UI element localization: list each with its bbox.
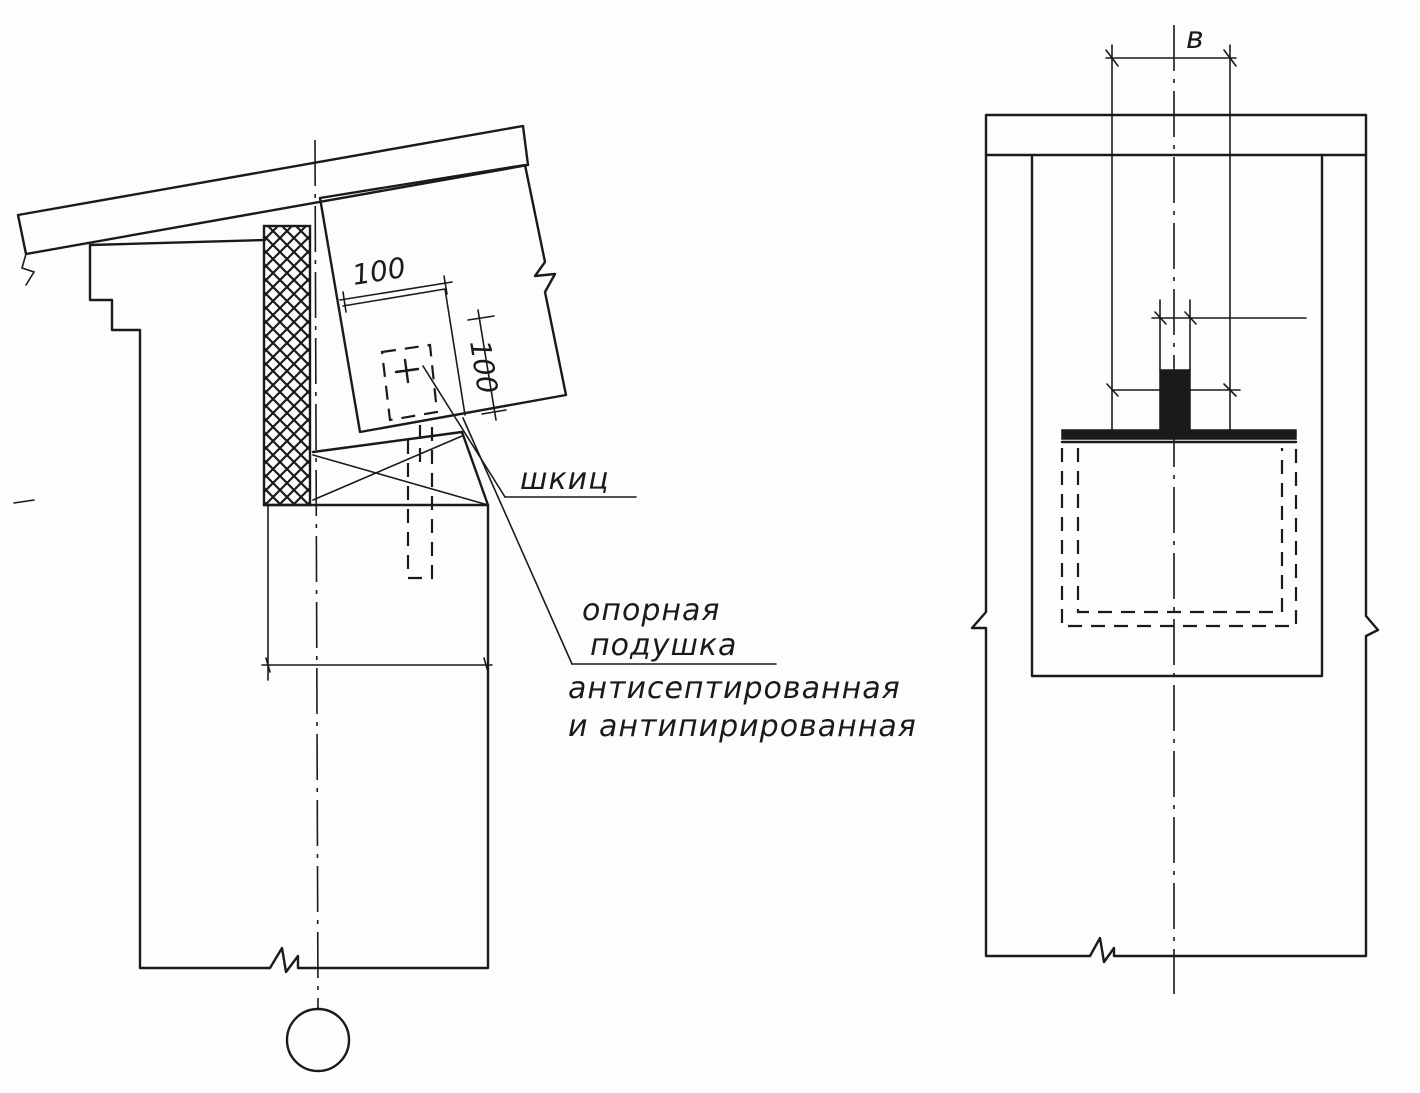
right-elevation-view: в bbox=[970, 21, 1380, 994]
wall-top-line bbox=[88, 238, 267, 247]
label-shkant: шкиц bbox=[520, 462, 610, 497]
dim-tick bbox=[265, 657, 271, 673]
rafter-section bbox=[342, 288, 466, 416]
axis-cross-mark bbox=[394, 358, 420, 384]
dim-tick bbox=[1223, 49, 1237, 67]
roof-break-mark bbox=[21, 253, 36, 286]
dim-label-100-b: 100 bbox=[463, 338, 504, 396]
dim-tick bbox=[1154, 311, 1167, 325]
insulation-strip bbox=[262, 224, 312, 507]
dowel-solid bbox=[1159, 369, 1191, 437]
left-section-view: 100 100 шкиц опорная подушка антисептиро… bbox=[16, 124, 917, 1073]
dim-tick bbox=[1223, 383, 1237, 397]
roof-slab bbox=[16, 124, 530, 256]
dim-tick bbox=[483, 657, 489, 673]
label-support-pad-line3: антисептированная bbox=[568, 671, 901, 706]
dim-tick bbox=[1184, 311, 1197, 325]
dim-tick bbox=[342, 291, 347, 313]
left-center-axis bbox=[314, 139, 319, 1009]
dim-tick bbox=[1106, 383, 1119, 397]
label-support-pad-line2: подушка bbox=[590, 628, 737, 663]
dim-tick bbox=[467, 315, 495, 321]
label-support-pad-line4: и антипирированная bbox=[568, 709, 917, 744]
hidden-pad-outer bbox=[1060, 448, 1298, 628]
dim-line-100-a bbox=[339, 281, 453, 301]
bearing-plate bbox=[1061, 429, 1297, 440]
dim-label-b: в bbox=[1186, 21, 1205, 56]
label-support-pad-line1: опорная bbox=[582, 593, 720, 628]
hidden-pad-inner bbox=[1076, 448, 1284, 614]
dim-tick bbox=[443, 275, 448, 295]
dim-tick bbox=[1105, 49, 1119, 67]
stray-mark bbox=[13, 499, 35, 504]
brick-wall bbox=[88, 243, 490, 974]
outer-wall-left bbox=[970, 113, 1380, 964]
leader-shkant bbox=[422, 365, 506, 498]
dim-label-100-a: 100 bbox=[350, 251, 408, 292]
dowel-hidden bbox=[406, 425, 434, 580]
axis-marker-circle bbox=[285, 1007, 351, 1073]
support-pad-x-brace bbox=[312, 435, 489, 506]
dim-tick bbox=[481, 409, 507, 415]
dim-line-100-b bbox=[477, 309, 497, 421]
rafter-beam bbox=[318, 163, 568, 434]
support-pad bbox=[262, 430, 490, 507]
dashed-bolt-square bbox=[380, 343, 439, 422]
inner-pier bbox=[1030, 153, 1324, 678]
leader-support-pad bbox=[462, 417, 573, 665]
